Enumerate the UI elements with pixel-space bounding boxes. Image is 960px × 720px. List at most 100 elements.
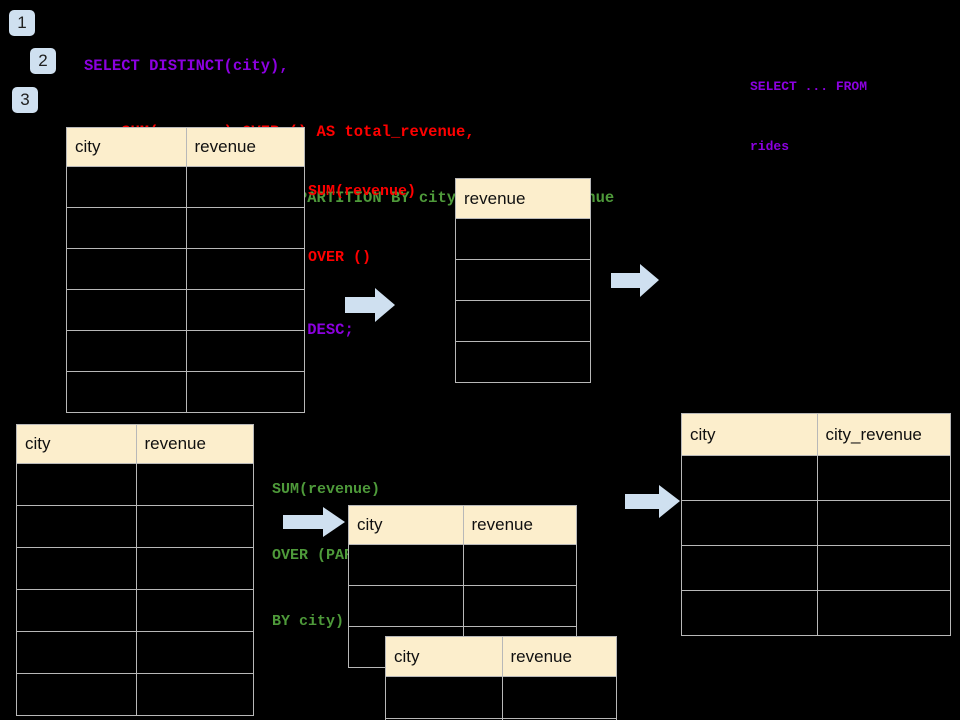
column-header-revenue: revenue bbox=[462, 505, 577, 545]
cell-revenue bbox=[455, 259, 591, 301]
annotation-select-from-rides-line-1: SELECT ... FROM bbox=[750, 79, 868, 94]
table-row bbox=[385, 676, 617, 719]
cell-city bbox=[681, 500, 818, 546]
cell-city bbox=[66, 289, 187, 331]
table-row bbox=[348, 585, 577, 627]
annotation-sum-over-partition-line-1: SUM(revenue) bbox=[272, 481, 381, 498]
column-header-city: city bbox=[66, 127, 187, 167]
cell-revenue bbox=[185, 248, 305, 290]
column-header-revenue: revenue bbox=[135, 424, 254, 464]
annotation-sum-over-partition-line-3: BY city) bbox=[272, 613, 345, 630]
column-header-revenue: revenue bbox=[455, 178, 591, 219]
column-header-revenue: revenue bbox=[185, 127, 305, 167]
cell-city bbox=[16, 631, 137, 674]
cell-city bbox=[16, 673, 137, 716]
cell-revenue bbox=[462, 585, 577, 627]
cell-city bbox=[66, 166, 187, 208]
table-row bbox=[66, 330, 305, 372]
cell-revenue bbox=[185, 166, 305, 208]
cell-revenue bbox=[135, 505, 254, 548]
cell-revenue bbox=[455, 218, 591, 260]
table-header-row: city city_revenue bbox=[681, 413, 951, 456]
arrow-source-to-total bbox=[345, 288, 395, 322]
table-row bbox=[16, 673, 254, 716]
cell-city-revenue bbox=[816, 455, 951, 501]
cell-revenue bbox=[185, 371, 305, 413]
cell-city bbox=[16, 547, 137, 590]
cell-city bbox=[681, 455, 818, 501]
cell-city-revenue bbox=[816, 545, 951, 591]
table-row bbox=[66, 166, 305, 208]
cell-city bbox=[16, 505, 137, 548]
partition-group-table-front: city revenue bbox=[385, 636, 617, 720]
cell-revenue bbox=[185, 330, 305, 372]
step-badge-3: 3 bbox=[12, 87, 38, 113]
table-row bbox=[681, 590, 951, 636]
rides-source-table-bottom: city revenue bbox=[16, 424, 254, 716]
cell-city bbox=[385, 676, 503, 719]
cell-city bbox=[66, 248, 187, 290]
cell-revenue bbox=[135, 673, 254, 716]
table-header-row: revenue bbox=[455, 178, 591, 219]
annotation-select-from-rides: SELECT ... FROM rides bbox=[750, 37, 867, 197]
cell-revenue bbox=[462, 544, 577, 586]
table-row bbox=[16, 589, 254, 632]
cell-city bbox=[16, 463, 137, 506]
result-table: city city_revenue bbox=[681, 413, 951, 636]
annotation-sum-over-empty-line-2: OVER () bbox=[308, 249, 372, 266]
table-row bbox=[455, 300, 591, 342]
table-header-row: city revenue bbox=[385, 636, 617, 677]
table-row bbox=[16, 505, 254, 548]
table-row bbox=[66, 207, 305, 249]
table-row bbox=[385, 718, 617, 720]
cell-revenue bbox=[455, 300, 591, 342]
annotation-sum-over-empty: SUM(revenue) OVER () bbox=[308, 137, 416, 313]
table-row bbox=[16, 463, 254, 506]
cell-city bbox=[16, 589, 137, 632]
cell-revenue bbox=[455, 341, 591, 383]
cell-revenue bbox=[501, 676, 617, 719]
column-header-revenue: revenue bbox=[501, 636, 617, 677]
rides-source-table-top: city revenue bbox=[66, 127, 305, 413]
cell-city bbox=[385, 718, 503, 720]
table-row bbox=[16, 631, 254, 674]
cell-revenue bbox=[135, 589, 254, 632]
cell-city bbox=[348, 585, 464, 627]
table-row bbox=[348, 544, 577, 586]
cell-revenue bbox=[135, 463, 254, 506]
arrow-total-to-result bbox=[611, 264, 659, 297]
annotation-select-from-rides-line-2: rides bbox=[750, 139, 790, 154]
step-badge-1: 1 bbox=[9, 10, 35, 36]
annotation-sum-over-empty-line-1: SUM(revenue) bbox=[308, 183, 417, 200]
cell-city-revenue bbox=[816, 590, 951, 636]
table-row bbox=[681, 500, 951, 546]
table-row bbox=[455, 218, 591, 260]
cell-city bbox=[66, 207, 187, 249]
table-header-row: city revenue bbox=[66, 127, 305, 167]
cell-revenue bbox=[135, 547, 254, 590]
sql-line-1: SELECT DISTINCT(city), bbox=[84, 57, 289, 75]
cell-city-revenue bbox=[816, 500, 951, 546]
column-header-city: city bbox=[348, 505, 464, 545]
table-row bbox=[66, 289, 305, 331]
table-header-row: city revenue bbox=[16, 424, 254, 464]
cell-revenue bbox=[185, 207, 305, 249]
column-header-city-revenue: city_revenue bbox=[816, 413, 951, 456]
column-header-city: city bbox=[385, 636, 503, 677]
step-badge-2: 2 bbox=[30, 48, 56, 74]
cell-revenue bbox=[135, 631, 254, 674]
table-row bbox=[455, 259, 591, 301]
table-row bbox=[681, 545, 951, 591]
column-header-city: city bbox=[681, 413, 818, 456]
cell-city bbox=[681, 590, 818, 636]
cell-revenue bbox=[501, 718, 617, 720]
cell-city bbox=[66, 330, 187, 372]
table-row bbox=[681, 455, 951, 501]
cell-revenue bbox=[185, 289, 305, 331]
table-row bbox=[66, 248, 305, 290]
cell-city bbox=[66, 371, 187, 413]
arrow-partition-to-result bbox=[625, 485, 680, 518]
cell-city bbox=[348, 544, 464, 586]
table-row bbox=[16, 547, 254, 590]
